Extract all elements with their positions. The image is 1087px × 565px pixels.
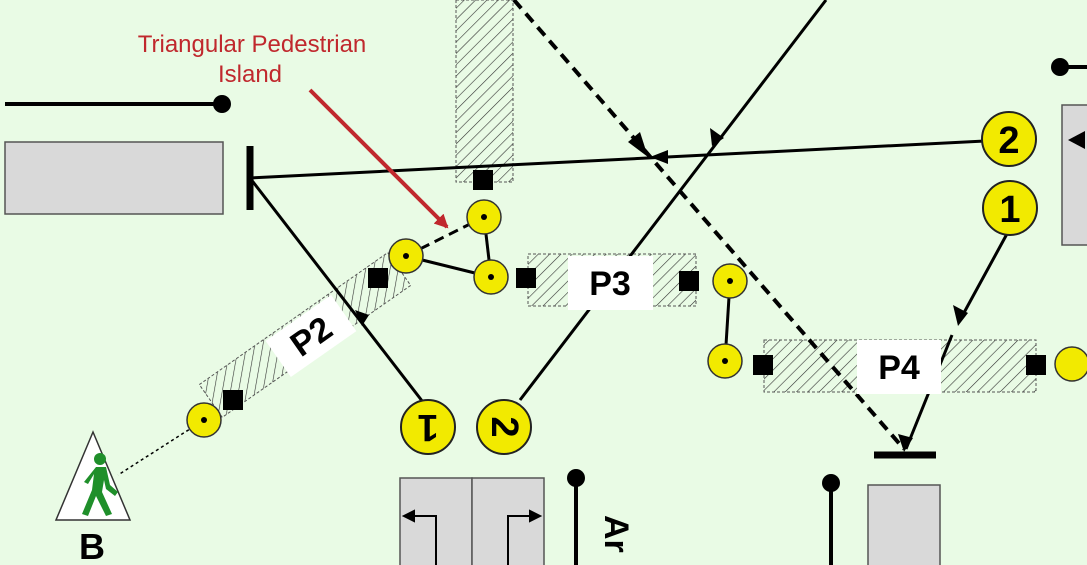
- left-arrow-icon: [1068, 131, 1085, 149]
- phase-circle-2-left[interactable]: 2: [476, 399, 532, 455]
- left-turn-arrow-icon: [401, 509, 437, 565]
- crosswalk-label-p4: P4: [857, 340, 941, 394]
- ped-link-dotted: [117, 419, 205, 476]
- movement-arrow-icon: [898, 434, 913, 452]
- movement-line-dashed: [512, 0, 906, 451]
- lane-box-left: [4, 141, 224, 215]
- movement-line-phase-2-top: [249, 139, 986, 180]
- movement-line-phase-2-diagonal: [518, 0, 828, 401]
- movement-arrow-icon: [710, 128, 724, 146]
- detector-square: [223, 390, 243, 410]
- movement-arrow-icon: [355, 310, 369, 326]
- lane-box-bottom-right: [867, 484, 941, 565]
- annotation-line-2: Island: [218, 61, 282, 88]
- phase-circle-1-right[interactable]: 1: [982, 180, 1038, 236]
- phase-number: 1: [417, 406, 438, 448]
- detector-square: [368, 268, 388, 288]
- road-line-end-dot: [213, 95, 231, 113]
- phase-number: 2: [483, 416, 525, 437]
- detector-square: [473, 170, 493, 190]
- detector-square: [679, 271, 699, 291]
- lane-box-right: [1061, 104, 1087, 246]
- annotation-arrow-icon: [308, 88, 449, 229]
- right-turn-arrow-icon: [507, 509, 543, 565]
- road-line-end-dot: [567, 469, 585, 487]
- detector-square: [1026, 355, 1046, 375]
- ped-button-icon[interactable]: [1054, 346, 1087, 382]
- phase-number: 2: [998, 120, 1019, 162]
- annotation-line-1: Triangular Pedestrian: [138, 31, 367, 58]
- road-label: Ar: [597, 515, 635, 553]
- svg-text:P4: P4: [878, 349, 920, 387]
- crosswalk-top-hatch: [455, 0, 514, 183]
- detector-square: [516, 268, 536, 288]
- detector-square: [753, 355, 773, 375]
- phase-number: 1: [999, 189, 1020, 231]
- pedestrian-letter: B: [79, 526, 105, 565]
- movement-line-phase-1-left: [248, 177, 428, 407]
- walking-pedestrian-icon: [82, 453, 118, 516]
- road-line-end-dot: [822, 474, 840, 492]
- movement-arrow-icon: [628, 132, 648, 157]
- pedestrian-sign: B: [54, 430, 132, 565]
- phase-circle-1-left[interactable]: 1: [400, 399, 456, 455]
- movement-arrow-icon: [650, 150, 668, 164]
- svg-text:P3: P3: [589, 265, 631, 303]
- crosswalk-label-p3: P3: [568, 256, 653, 310]
- movement-arrow-icon: [953, 305, 968, 326]
- phase-circle-2-right[interactable]: 2: [981, 111, 1037, 167]
- movement-line-phase-1-right: [958, 231, 1010, 321]
